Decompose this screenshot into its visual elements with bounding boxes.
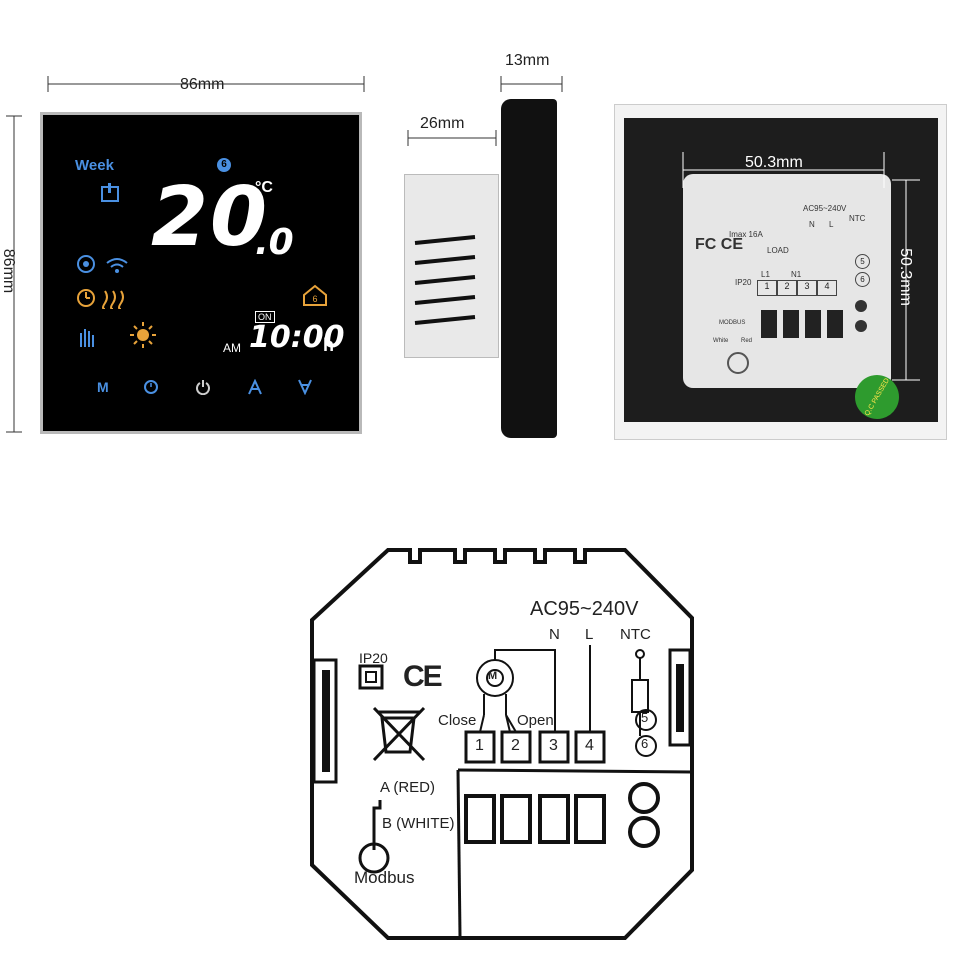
back-ip20: IP20 — [735, 278, 752, 287]
back-terminal: 3 — [797, 280, 817, 296]
temperature-main: 20 — [151, 170, 270, 265]
temperature-decimal: .0 — [255, 222, 294, 263]
back-l1: L1 — [761, 270, 770, 279]
ntc-terminal-label: 6 — [641, 736, 649, 751]
clock-display: 10:00 — [249, 320, 345, 355]
side-thickness-label: 13mm — [505, 52, 550, 69]
back-height-label: 50.3mm — [896, 248, 914, 306]
away-house-icon: 6 — [303, 284, 327, 306]
side-vents — [414, 235, 476, 325]
back-module: AC95~240V Imax 16A LOAD N L NTC L1 N1 IP… — [683, 174, 891, 388]
diagram-n-label: N — [549, 626, 560, 643]
fan-icon — [77, 255, 95, 273]
terminal-label: 1 — [475, 737, 484, 754]
back-ntc-6: 6 — [855, 272, 870, 287]
sun-icon — [130, 322, 156, 348]
terminal-label: 3 — [549, 737, 558, 754]
back-ntc: NTC — [849, 214, 866, 223]
up-arrow-button[interactable] — [247, 379, 263, 395]
modbus-label: Modbus — [354, 868, 415, 887]
front-dimension-lines — [6, 76, 563, 433]
back-load: LOAD — [767, 246, 789, 255]
day-badge: 6 — [217, 158, 231, 172]
ce-mark: CE — [403, 660, 443, 693]
back-dimension-lines — [682, 152, 920, 381]
status-icons-row-1 — [77, 255, 128, 273]
motor-label: M — [488, 670, 498, 682]
power-button[interactable] — [195, 379, 211, 395]
wiring-diagram — [310, 548, 694, 940]
weee-bin-icon — [372, 706, 426, 762]
am-label: AM — [223, 341, 241, 355]
back-l: L — [829, 220, 834, 229]
side-depth-label: 26mm — [420, 115, 465, 132]
diagram-open-label: Open — [517, 712, 554, 729]
back-terminal: 2 — [777, 280, 797, 296]
thermostat-front-panel: Week 6 20 .0 °C 6 ON AM 10:00 h M — [40, 112, 362, 434]
house-icon — [101, 183, 119, 202]
side-bezel — [501, 99, 557, 438]
diagram-voltage: AC95~240V — [530, 598, 639, 620]
diagram-close-label: Close — [438, 712, 477, 729]
modbus-b-label: B (WHITE) — [382, 815, 455, 832]
diagram-ntc-label: NTC — [620, 626, 651, 643]
terminal-label: 2 — [511, 737, 520, 754]
mode-button[interactable]: M — [97, 379, 109, 395]
back-imax: Imax 16A — [729, 230, 763, 239]
down-arrow-button[interactable] — [297, 379, 313, 395]
back-terminal-row: 1 2 3 4 — [757, 280, 837, 296]
terminal-label: 4 — [585, 737, 594, 754]
timer-icon — [77, 289, 95, 307]
wifi-icon — [106, 258, 128, 273]
heating-icon — [102, 290, 124, 309]
ntc-terminal-label: 5 — [641, 710, 649, 725]
back-width-label: 50.3mm — [745, 154, 803, 171]
back-terminal: 1 — [757, 280, 777, 296]
back-voltage: AC95~240V — [803, 204, 847, 213]
diagram-l-label: L — [585, 626, 594, 643]
back-n1: N1 — [791, 270, 802, 279]
back-fc-ce-mark: FC CE — [695, 236, 743, 253]
back-white: White — [713, 338, 729, 344]
back-ntc-5: 5 — [855, 254, 870, 269]
back-terminal: 4 — [817, 280, 837, 296]
back-ntc-screw — [855, 320, 867, 332]
back-ntc-screw — [855, 300, 867, 312]
hour-unit: h — [323, 335, 334, 355]
front-width-label: 86mm — [180, 76, 225, 93]
valve-motor-icon — [476, 659, 517, 733]
status-icons-row-2 — [77, 289, 124, 309]
temperature-unit: °C — [255, 179, 273, 196]
clock-button[interactable] — [143, 379, 159, 395]
hand-icon — [80, 329, 94, 347]
back-red: Red — [741, 338, 753, 344]
back-modbus-port — [727, 352, 749, 374]
side-housing — [404, 174, 499, 358]
diagram-ip20: IP20 — [359, 650, 388, 666]
svg-text:6: 6 — [312, 294, 317, 304]
modbus-a-label: A (RED) — [380, 779, 436, 796]
back-screw-terminals — [761, 310, 843, 338]
week-label: Week — [75, 157, 114, 174]
back-n: N — [809, 220, 815, 229]
on-label: ON — [255, 311, 275, 323]
back-modbus: MODBUS — [719, 320, 746, 326]
